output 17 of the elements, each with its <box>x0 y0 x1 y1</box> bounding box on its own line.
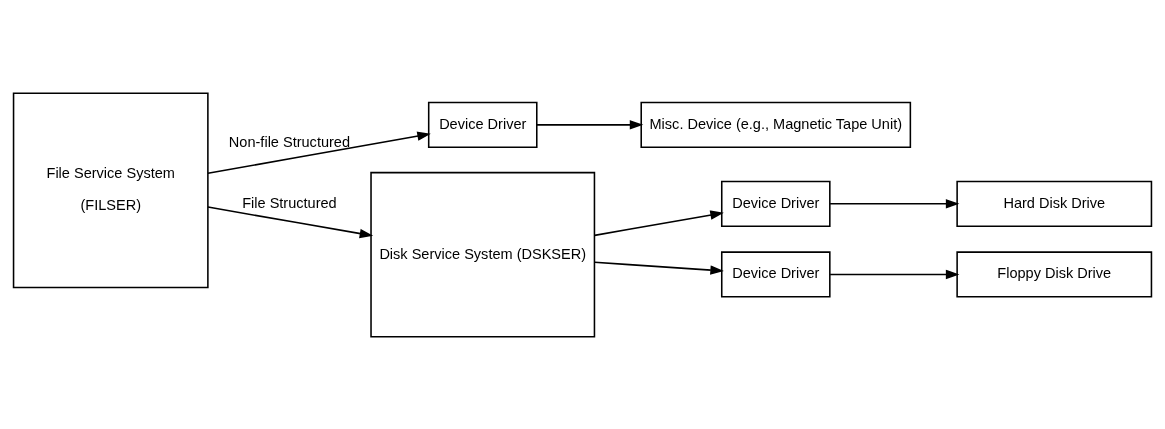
node-box: Device Driver <box>720 250 831 298</box>
node-box: Misc. Device (e.g., Magnetic Tape Unit) <box>640 101 912 148</box>
arrow <box>207 131 431 174</box>
node-box: Floppy Disk Drive <box>956 250 1153 298</box>
edge-label: File Structured <box>242 194 337 211</box>
node-box: Hard Disk Drive <box>956 180 1153 227</box>
node-box: Device Driver <box>720 180 831 227</box>
node-box: Device Driver <box>427 101 538 148</box>
arrow <box>593 209 724 236</box>
edge-label: Non-file Structured <box>228 133 351 150</box>
node-box: File Service System (FILSER) <box>12 91 209 288</box>
arrow <box>536 119 644 130</box>
arrow <box>207 205 374 238</box>
arrow <box>829 198 960 209</box>
arrow <box>829 269 960 279</box>
arrow <box>593 261 724 275</box>
node-box: Disk Service System (DSKSER) <box>370 171 596 338</box>
